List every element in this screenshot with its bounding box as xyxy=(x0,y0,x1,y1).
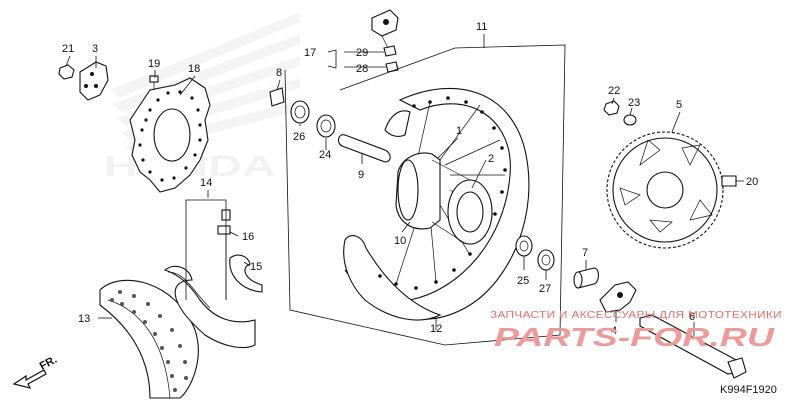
rim-band xyxy=(229,254,263,293)
dust-seal-26 xyxy=(290,100,310,124)
bolt-19 xyxy=(149,75,159,90)
callout-14: 14 xyxy=(200,177,212,189)
callout-21: 21 xyxy=(62,43,74,55)
dust-seal-27 xyxy=(537,249,555,271)
frame-11 xyxy=(284,44,566,346)
inner-tube xyxy=(163,265,256,349)
hub xyxy=(395,152,493,245)
valve-16 xyxy=(217,209,231,300)
callout-28: 28 xyxy=(356,63,368,75)
callout-25: 25 xyxy=(517,275,529,287)
callout-5: 5 xyxy=(676,99,682,111)
callout-26: 26 xyxy=(293,131,305,143)
driven-sprocket xyxy=(606,131,724,249)
rim xyxy=(343,87,530,321)
callout-10: 10 xyxy=(394,235,406,247)
collar-9 xyxy=(337,134,391,163)
callout-4: 4 xyxy=(611,325,617,337)
callout-9: 9 xyxy=(358,169,364,181)
watermark-stamp: ЗАПЧАСТИ И АКСЕССУАРЫ ДЛЯ МОТОТЕХНИКИ PA… xyxy=(490,310,782,352)
callout-17: 17 xyxy=(304,47,316,59)
chain-adjuster xyxy=(371,9,399,73)
nut-22 xyxy=(603,100,620,116)
callout-8: 8 xyxy=(276,67,282,79)
nut-21 xyxy=(58,64,75,80)
callout-22: 22 xyxy=(608,85,620,97)
callout-15: 15 xyxy=(250,261,262,273)
callout-23: 23 xyxy=(628,97,640,109)
callout-3: 3 xyxy=(92,43,98,55)
front-arrow-icon xyxy=(12,369,47,389)
callout-16: 16 xyxy=(242,231,254,243)
callout-7: 7 xyxy=(582,247,588,259)
frame-17 xyxy=(327,49,337,69)
callout-12: 12 xyxy=(430,323,442,335)
watermark-tagline: ЗАПЧАСТИ И АКСЕССУАРЫ ДЛЯ МОТОТЕХНИКИ xyxy=(490,310,782,321)
brake-disc xyxy=(129,77,211,193)
callout-27: 27 xyxy=(539,283,551,295)
tire xyxy=(99,279,199,399)
callout-labels: 11 1 2 21 3 19 18 8 26 24 9 10 12 13 14 … xyxy=(62,21,758,337)
bolt-20 xyxy=(721,175,737,187)
collar-7 xyxy=(573,267,600,289)
callout-24: 24 xyxy=(319,149,331,161)
callout-19: 19 xyxy=(148,58,160,70)
bearing-25 xyxy=(515,235,533,257)
disc-cover xyxy=(79,61,109,101)
front-label: FR. xyxy=(38,354,59,373)
bearing-24 xyxy=(316,114,336,138)
callout-18: 18 xyxy=(188,63,200,75)
callout-1: 1 xyxy=(456,125,462,137)
leader-lines xyxy=(65,34,744,336)
callout-11: 11 xyxy=(476,21,487,33)
washer-23 xyxy=(623,114,637,126)
callout-20: 20 xyxy=(746,176,758,188)
bracket-14 xyxy=(185,199,227,300)
diagram-code: K994F1920 xyxy=(720,384,777,396)
callout-2: 2 xyxy=(488,153,494,165)
callout-6: 6 xyxy=(689,311,695,323)
watermark-brand: PARTS-FOR.RU xyxy=(494,322,776,352)
callout-29: 29 xyxy=(356,47,368,59)
axle xyxy=(639,314,747,379)
callout-13: 13 xyxy=(78,313,90,325)
plate-4 xyxy=(599,281,637,313)
spacer-8 xyxy=(269,87,285,107)
front-direction-indicator: FR. xyxy=(12,354,59,389)
